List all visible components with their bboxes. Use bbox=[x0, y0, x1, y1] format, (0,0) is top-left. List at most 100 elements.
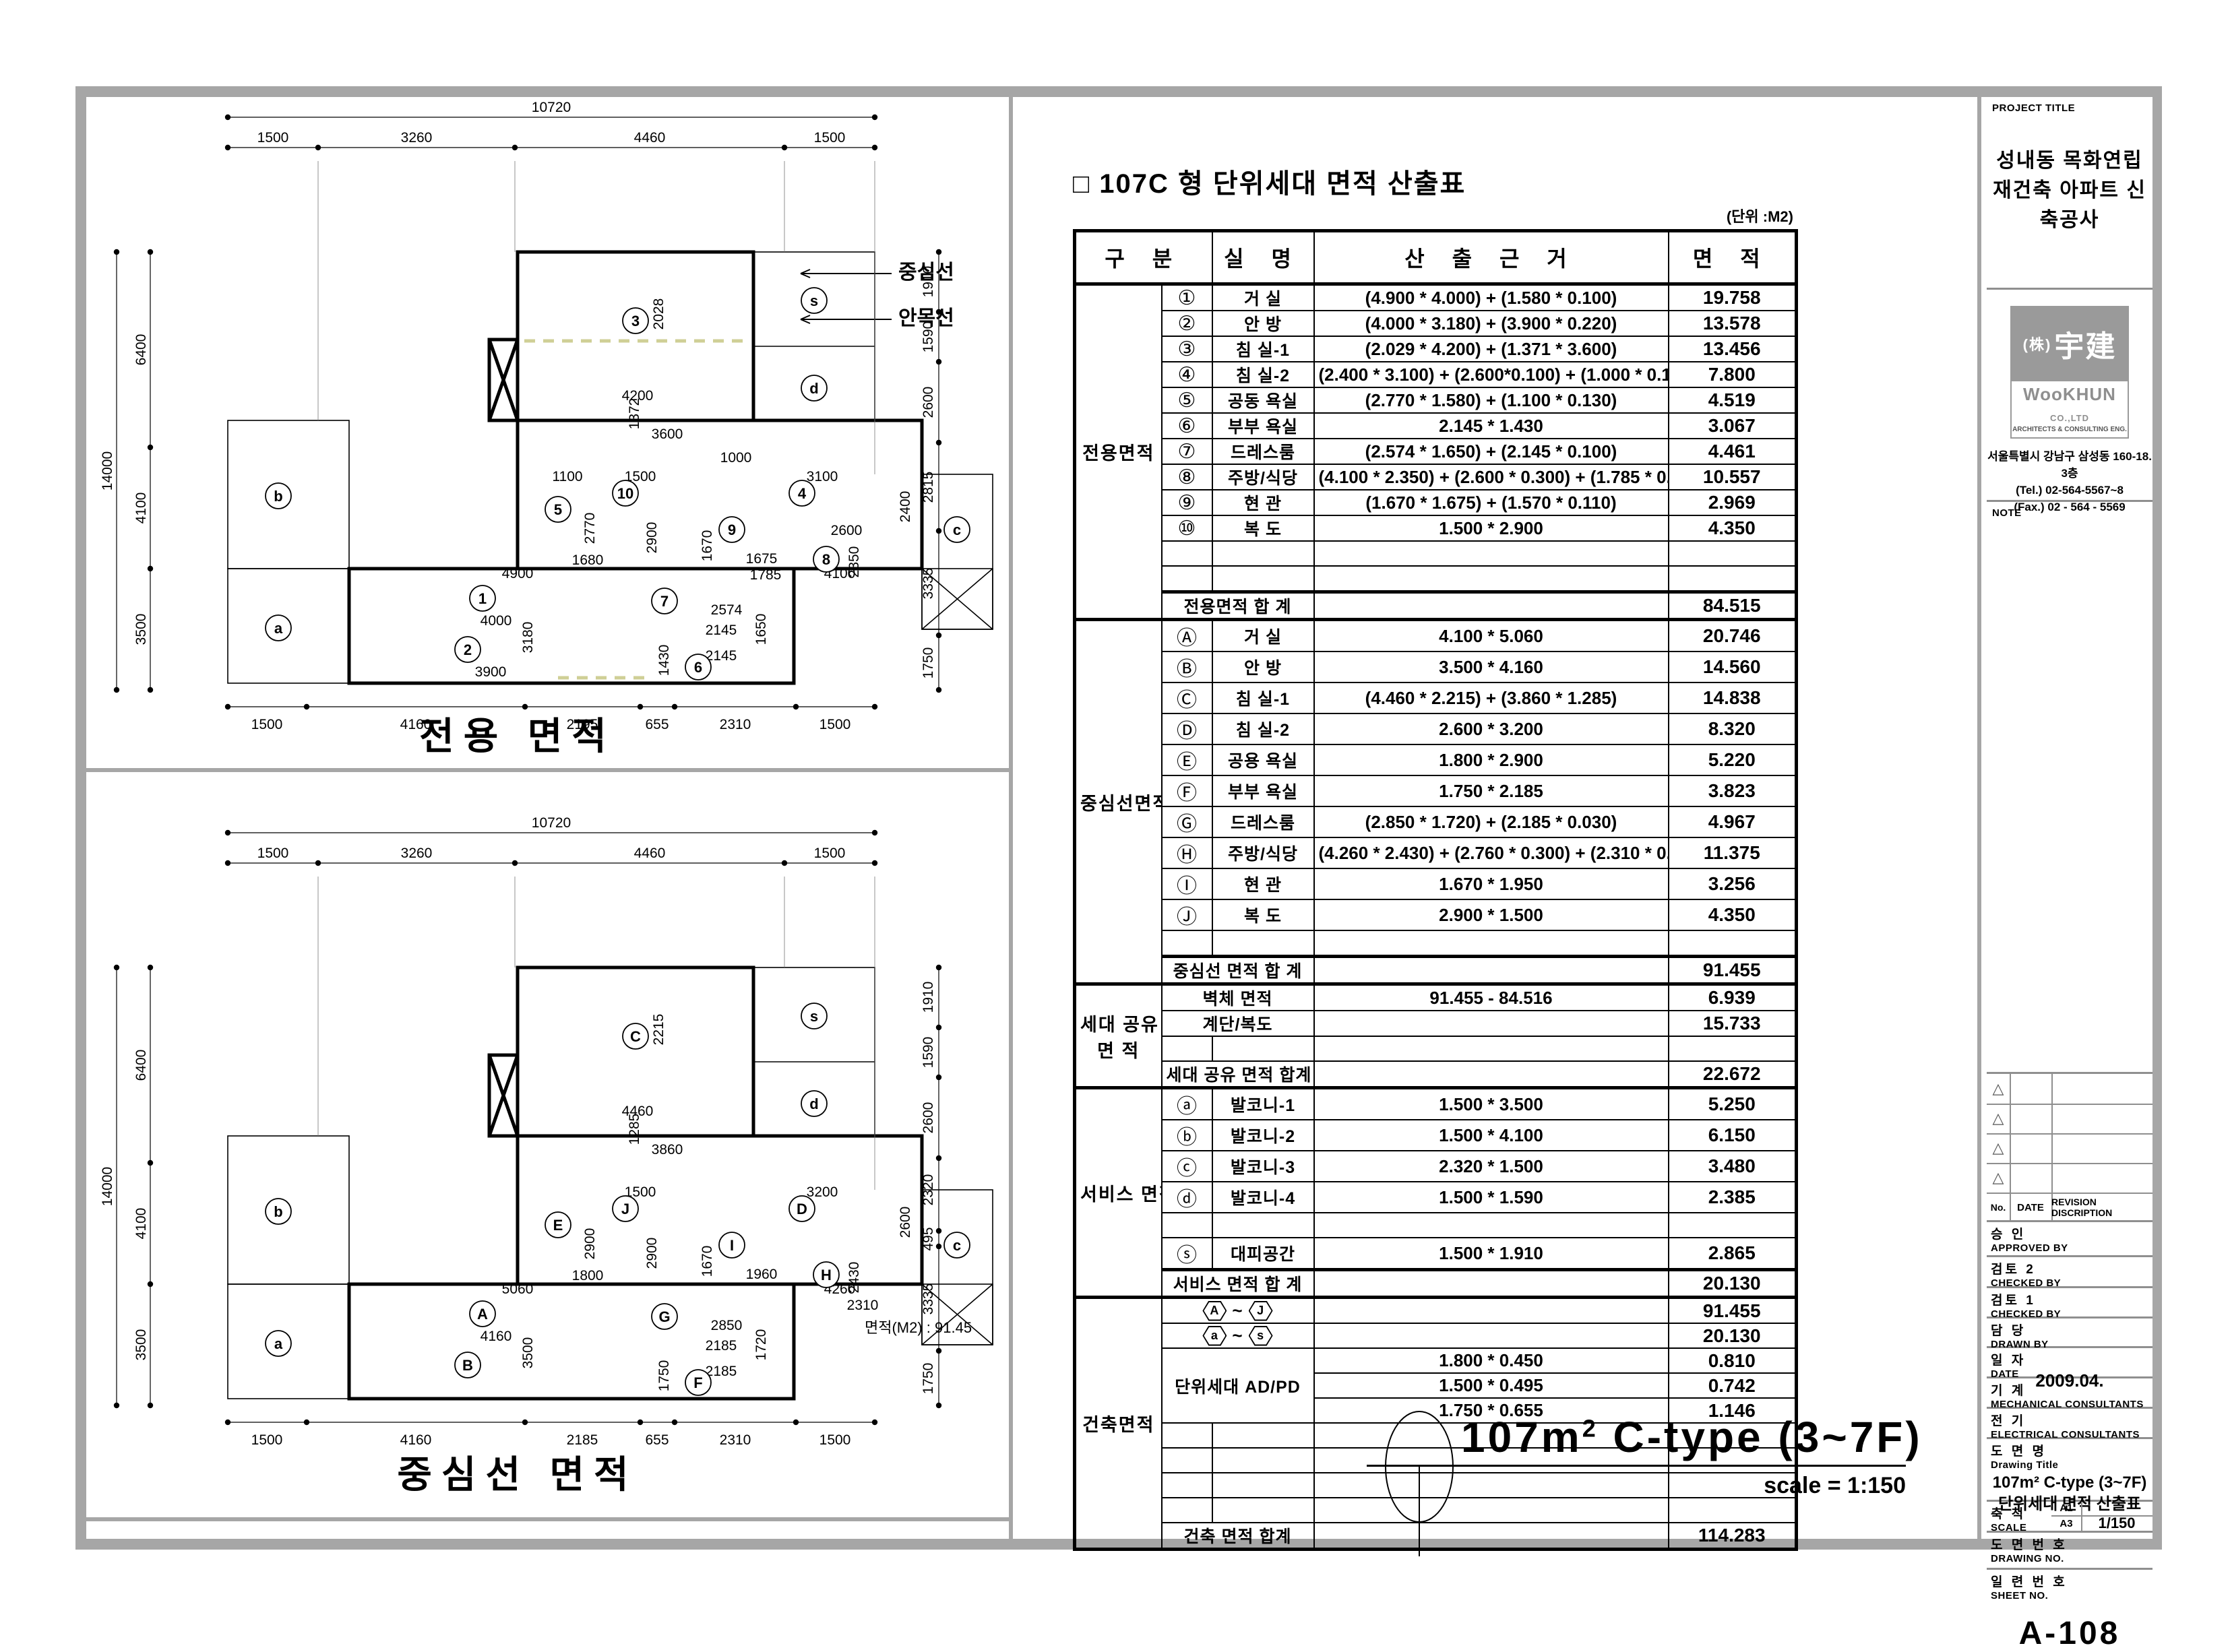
room-mark-circle bbox=[454, 636, 481, 663]
room-mark-circle bbox=[801, 1090, 828, 1117]
dimension-label: 1000 bbox=[720, 450, 752, 466]
room-mark-circle bbox=[685, 1369, 712, 1396]
room-name: 발코니-4 bbox=[1211, 1181, 1315, 1213]
area-value: 1.146 bbox=[1667, 1397, 1797, 1424]
dimension-label: 3860 bbox=[652, 1142, 683, 1157]
room-mark: Ⓑ bbox=[1160, 651, 1213, 683]
room-mark-circle bbox=[718, 516, 745, 543]
dimension-label: 2215 bbox=[651, 1014, 667, 1046]
plans-table-divider bbox=[1009, 97, 1013, 1539]
room-mark-circle bbox=[612, 480, 639, 507]
hexagon-mark: A bbox=[1202, 1300, 1227, 1321]
dimension-label: 1590 bbox=[921, 321, 936, 353]
hexagon-mark: s bbox=[1248, 1325, 1273, 1346]
plan-area-note: 면적(M2) : 91.45 bbox=[865, 1319, 972, 1336]
subtotal-value: 20.130 bbox=[1667, 1268, 1797, 1298]
dimension-label: 1960 bbox=[746, 1267, 778, 1282]
table-unit-note: (단위 :M2) bbox=[1726, 208, 1793, 225]
dimension-label: 14000 bbox=[100, 451, 115, 490]
room-mark-circle bbox=[788, 1195, 815, 1222]
room-mark-circle bbox=[801, 1003, 828, 1029]
dimension-label: 1500 bbox=[819, 1432, 851, 1448]
calc-basis: 1.500 * 1.910 bbox=[1313, 1237, 1669, 1271]
room-name: 복 도 bbox=[1211, 515, 1315, 542]
calc-basis: 1.500 * 0.495 bbox=[1313, 1372, 1669, 1399]
dimension-label: 495 bbox=[921, 1227, 936, 1250]
firm-logo: (株)宇建 WooKHUN CO.,LTD ARCHITECTS & CONSU… bbox=[2010, 306, 2129, 439]
room-name: 안 방 bbox=[1211, 310, 1315, 337]
hex-range: A~J bbox=[1160, 1296, 1315, 1324]
dimension-label: 4100 bbox=[133, 493, 149, 524]
room-name: 단위세대 AD/PD bbox=[1160, 1347, 1315, 1424]
room-name: 발코니-3 bbox=[1211, 1150, 1315, 1182]
dimension-label: 3500 bbox=[520, 1337, 536, 1369]
room-mark-circle bbox=[801, 287, 828, 314]
room-name: 계단/복도 bbox=[1160, 1010, 1315, 1037]
dimension-label: 2770 bbox=[582, 513, 598, 544]
dimension-label: 3500 bbox=[133, 1329, 149, 1361]
area-value: 4.519 bbox=[1667, 387, 1797, 414]
dimension-label: 1800 bbox=[572, 1268, 604, 1283]
hexagon-mark: J bbox=[1248, 1300, 1273, 1321]
calc-basis: 1.500 * 1.590 bbox=[1313, 1181, 1669, 1213]
area-value: 3.823 bbox=[1667, 775, 1797, 807]
room-name: 현 관 bbox=[1211, 868, 1315, 900]
header-category: 구 분 bbox=[1074, 230, 1213, 286]
dimension-label: 1372 bbox=[627, 398, 642, 430]
firm-address: 서울특별시 강남구 삼성동 160-18. 3층(Tel.) 02-564-55… bbox=[1987, 450, 2152, 513]
calc-basis: 91.455 - 84.516 bbox=[1313, 982, 1669, 1011]
revision-row: △ bbox=[1987, 1104, 2152, 1135]
project-title-label: PROJECT TITLE bbox=[1992, 102, 2076, 114]
dimension-label: 1430 bbox=[656, 645, 672, 676]
room-mark: ⓑ bbox=[1160, 1119, 1213, 1151]
dimension-label: 1750 bbox=[921, 647, 936, 679]
area-value: 2.865 bbox=[1667, 1237, 1797, 1271]
room-name: 침 실-2 bbox=[1211, 361, 1315, 388]
dimension-label: 4100 bbox=[133, 1208, 149, 1240]
firm-cell: (株)宇建 WooKHUN CO.,LTD ARCHITECTS & CONSU… bbox=[1987, 290, 2152, 513]
dimension-label: 6400 bbox=[133, 1050, 149, 1081]
room-mark: Ⓔ bbox=[1160, 744, 1213, 776]
scale-row: A1 bbox=[2051, 1502, 2152, 1517]
calc-basis: (4.900 * 4.000) + (1.580 * 0.100) bbox=[1313, 283, 1669, 311]
room-mark-circle bbox=[651, 587, 678, 614]
dimension-label: 4460 bbox=[622, 1104, 654, 1119]
subtotal-label: 서비스 면적 합 계 bbox=[1160, 1268, 1315, 1298]
calc-basis: 1.500 * 2.900 bbox=[1313, 515, 1669, 542]
dimension-label: 14000 bbox=[100, 1167, 115, 1206]
hex-range: a~s bbox=[1160, 1323, 1315, 1349]
room-mark-circle bbox=[622, 307, 649, 334]
dimension-label: 2145 bbox=[706, 648, 737, 664]
table-row bbox=[1075, 1497, 1797, 1523]
area-value: 15.733 bbox=[1667, 1010, 1797, 1037]
room-mark-circle bbox=[469, 1300, 496, 1327]
room-mark: ⓐ bbox=[1160, 1086, 1213, 1120]
room-name: 주방/식당 bbox=[1211, 464, 1315, 490]
dimension-label: 2185 bbox=[706, 1364, 737, 1379]
calc-basis: 2.600 * 3.200 bbox=[1313, 713, 1669, 745]
dimension-label: 1910 bbox=[921, 982, 936, 1013]
dimension-label: 3335 bbox=[921, 568, 936, 600]
dimension-label: 6400 bbox=[133, 334, 149, 366]
dimension-label: 1500 bbox=[257, 846, 289, 861]
room-mark-text: C bbox=[630, 1028, 641, 1045]
room-mark-circle bbox=[545, 496, 571, 523]
room-name: 드레스룸 bbox=[1211, 806, 1315, 838]
revision-row: △ bbox=[1987, 1074, 2152, 1105]
room-mark: ⓢ bbox=[1160, 1237, 1213, 1271]
room-mark-text: E bbox=[553, 1217, 563, 1234]
